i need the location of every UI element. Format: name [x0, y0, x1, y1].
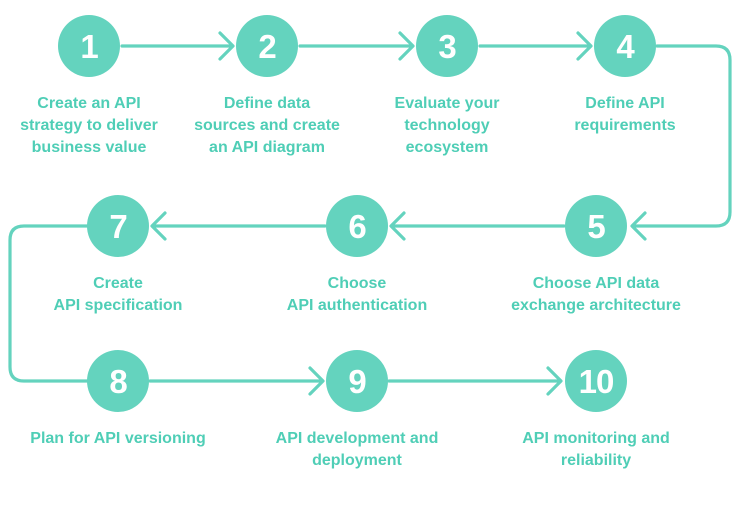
step-3-label: Evaluate your technology ecosystem — [394, 95, 500, 156]
step-9-circle: 9 — [326, 350, 388, 412]
step-2-label: Define data sources and create an API di… — [194, 95, 340, 156]
step-7-circle: 7 — [87, 195, 149, 257]
step-8-label: Plan for API versioning — [30, 430, 206, 447]
step-7: 7 Create API specification — [3, 195, 233, 317]
step-9-label: API development and deployment — [275, 430, 439, 469]
step-9: 9 API development and deployment — [242, 350, 472, 472]
step-9-number: 9 — [348, 362, 366, 400]
step-8-circle: 8 — [87, 350, 149, 412]
step-6-label: Choose API authentication — [286, 275, 428, 314]
step-4-number: 4 — [616, 27, 634, 65]
step-1: 1 Create an API strategy to deliver busi… — [0, 15, 204, 159]
step-10-circle: 10 — [565, 350, 627, 412]
step-7-label: Create API specification — [53, 275, 183, 314]
step-4-label: Define API requirements — [574, 95, 676, 134]
arrow-9-to-10-icon — [387, 366, 563, 396]
step-5-number: 5 — [587, 207, 605, 245]
step-6-number: 6 — [348, 207, 366, 245]
step-3: 3 Evaluate your technology ecosystem — [332, 15, 562, 159]
elbow-7-to-8-icon — [8, 224, 89, 383]
arrow-5-to-6-icon — [389, 211, 566, 241]
step-10-label: API monitoring and reliability — [522, 430, 670, 469]
arrow-6-to-7-icon — [150, 211, 327, 241]
step-4: 4 Define API requirements — [510, 15, 740, 137]
step-3-circle: 3 — [416, 15, 478, 77]
step-5-circle: 5 — [565, 195, 627, 257]
arrow-1-to-2-icon — [120, 31, 235, 61]
step-1-circle: 1 — [58, 15, 120, 77]
step-3-number: 3 — [438, 27, 456, 65]
elbow-4-to-5-icon — [630, 44, 732, 241]
step-10: 10 API monitoring and reliability — [481, 350, 711, 472]
step-5-label: Choose API data exchange architecture — [511, 275, 681, 314]
step-6: 6 Choose API authentication — [242, 195, 472, 317]
step-5: 5 Choose API data exchange architecture — [481, 195, 711, 317]
step-2: 2 Define data sources and create an API … — [152, 15, 382, 159]
step-1-number: 1 — [80, 27, 98, 65]
step-7-number: 7 — [109, 207, 127, 245]
step-2-circle: 2 — [236, 15, 298, 77]
step-1-label: Create an API strategy to deliver busine… — [20, 95, 158, 156]
arrow-8-to-9-icon — [148, 366, 325, 396]
step-6-circle: 6 — [326, 195, 388, 257]
step-4-circle: 4 — [594, 15, 656, 77]
arrow-2-to-3-icon — [298, 31, 415, 61]
step-8-number: 8 — [109, 362, 127, 400]
step-8: 8 Plan for API versioning — [3, 350, 233, 450]
step-2-number: 2 — [258, 27, 276, 65]
arrow-3-to-4-icon — [478, 31, 593, 61]
step-10-number: 10 — [578, 362, 615, 400]
